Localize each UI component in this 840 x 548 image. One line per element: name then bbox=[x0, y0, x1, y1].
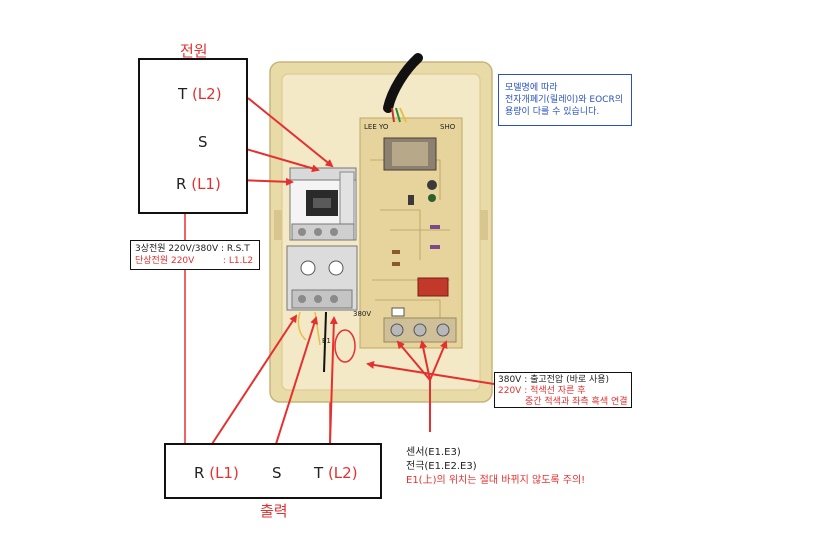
arrow-t-input bbox=[247, 97, 334, 168]
voltage-note-380v: 380V : 출고전압 (바로 사용) bbox=[498, 375, 610, 385]
output-t-label: T (L2) bbox=[314, 464, 358, 482]
output-box-title: 출력 bbox=[260, 502, 288, 520]
panel-sub-label: SHO bbox=[440, 123, 456, 131]
voltage-setting-note: 380V : 출고전압 (바로 사용) 220V : 적색선 자른 후 중간 적… bbox=[494, 372, 632, 408]
output-r-label: R (L1) bbox=[194, 464, 239, 482]
transformer bbox=[383, 137, 437, 171]
supply-note-3phase: 3상전원 220V/380V : R.S.T bbox=[135, 244, 250, 254]
sensor-note-warning: E1(上)의 위치는 절대 바뀌지 않도록 주의! bbox=[406, 475, 586, 486]
arrow-380v bbox=[366, 360, 495, 385]
arrow-r-output bbox=[211, 314, 298, 445]
arrow-s-output bbox=[275, 316, 318, 445]
model-note-line1: 모델명에 따라 bbox=[505, 83, 558, 93]
sensor-electrode-note: 센서(E1.E3) 전극(E1.E2.E3) E1(上)의 위치는 절대 바뀌지… bbox=[406, 446, 585, 488]
magnetic-contactor bbox=[289, 167, 357, 241]
power-s-label: S bbox=[198, 133, 208, 151]
voltage-note-wiring: 중간 적색과 좌측 흑색 연결 bbox=[525, 397, 628, 407]
supply-note-1phase: 단상전원 220V : L1.L2 bbox=[135, 256, 254, 266]
power-box-title: 전원 bbox=[180, 42, 208, 60]
power-t-label: T (L2) bbox=[178, 85, 222, 103]
panel-380v-label: 380V bbox=[353, 310, 372, 318]
model-note-line3: 용량이 다를 수 있습니다. bbox=[505, 107, 600, 117]
output-s-label: S bbox=[272, 464, 282, 482]
eocr-relay bbox=[286, 245, 358, 311]
arrow-sensor-e2 bbox=[419, 340, 431, 381]
sensor-note-line2: 전극(E1.E2.E3) bbox=[406, 461, 477, 472]
panel-brand-label: LEE YO bbox=[364, 123, 389, 131]
model-capacity-note: 모델명에 따라 전자개폐기(릴레이)와 EOCR의 용량이 다를 수 있습니다. bbox=[498, 74, 632, 126]
arrow-t-output bbox=[329, 316, 338, 445]
voltage-note-220v: 220V : 적색선 자른 후 bbox=[498, 386, 586, 396]
power-r-label: R (L1) bbox=[176, 175, 221, 193]
power-cable bbox=[383, 53, 423, 123]
arrow-sensor-e3 bbox=[429, 340, 448, 381]
arrow-sensor-e1 bbox=[396, 340, 431, 381]
red-jumper-wire bbox=[334, 329, 356, 363]
supply-voltage-note: 3상전원 220V/380V : R.S.T 단상전원 220V : L1.L2 bbox=[130, 240, 260, 270]
model-note-line2: 전자개폐기(릴레이)와 EOCR의 bbox=[505, 95, 623, 105]
power-source-box: T (L2) S R (L1) bbox=[138, 58, 248, 214]
sensor-note-line1: 센서(E1.E3) bbox=[406, 447, 461, 458]
output-box: R (L1) S T (L2) bbox=[164, 443, 382, 499]
panel-e1-label: E1 bbox=[322, 337, 331, 345]
